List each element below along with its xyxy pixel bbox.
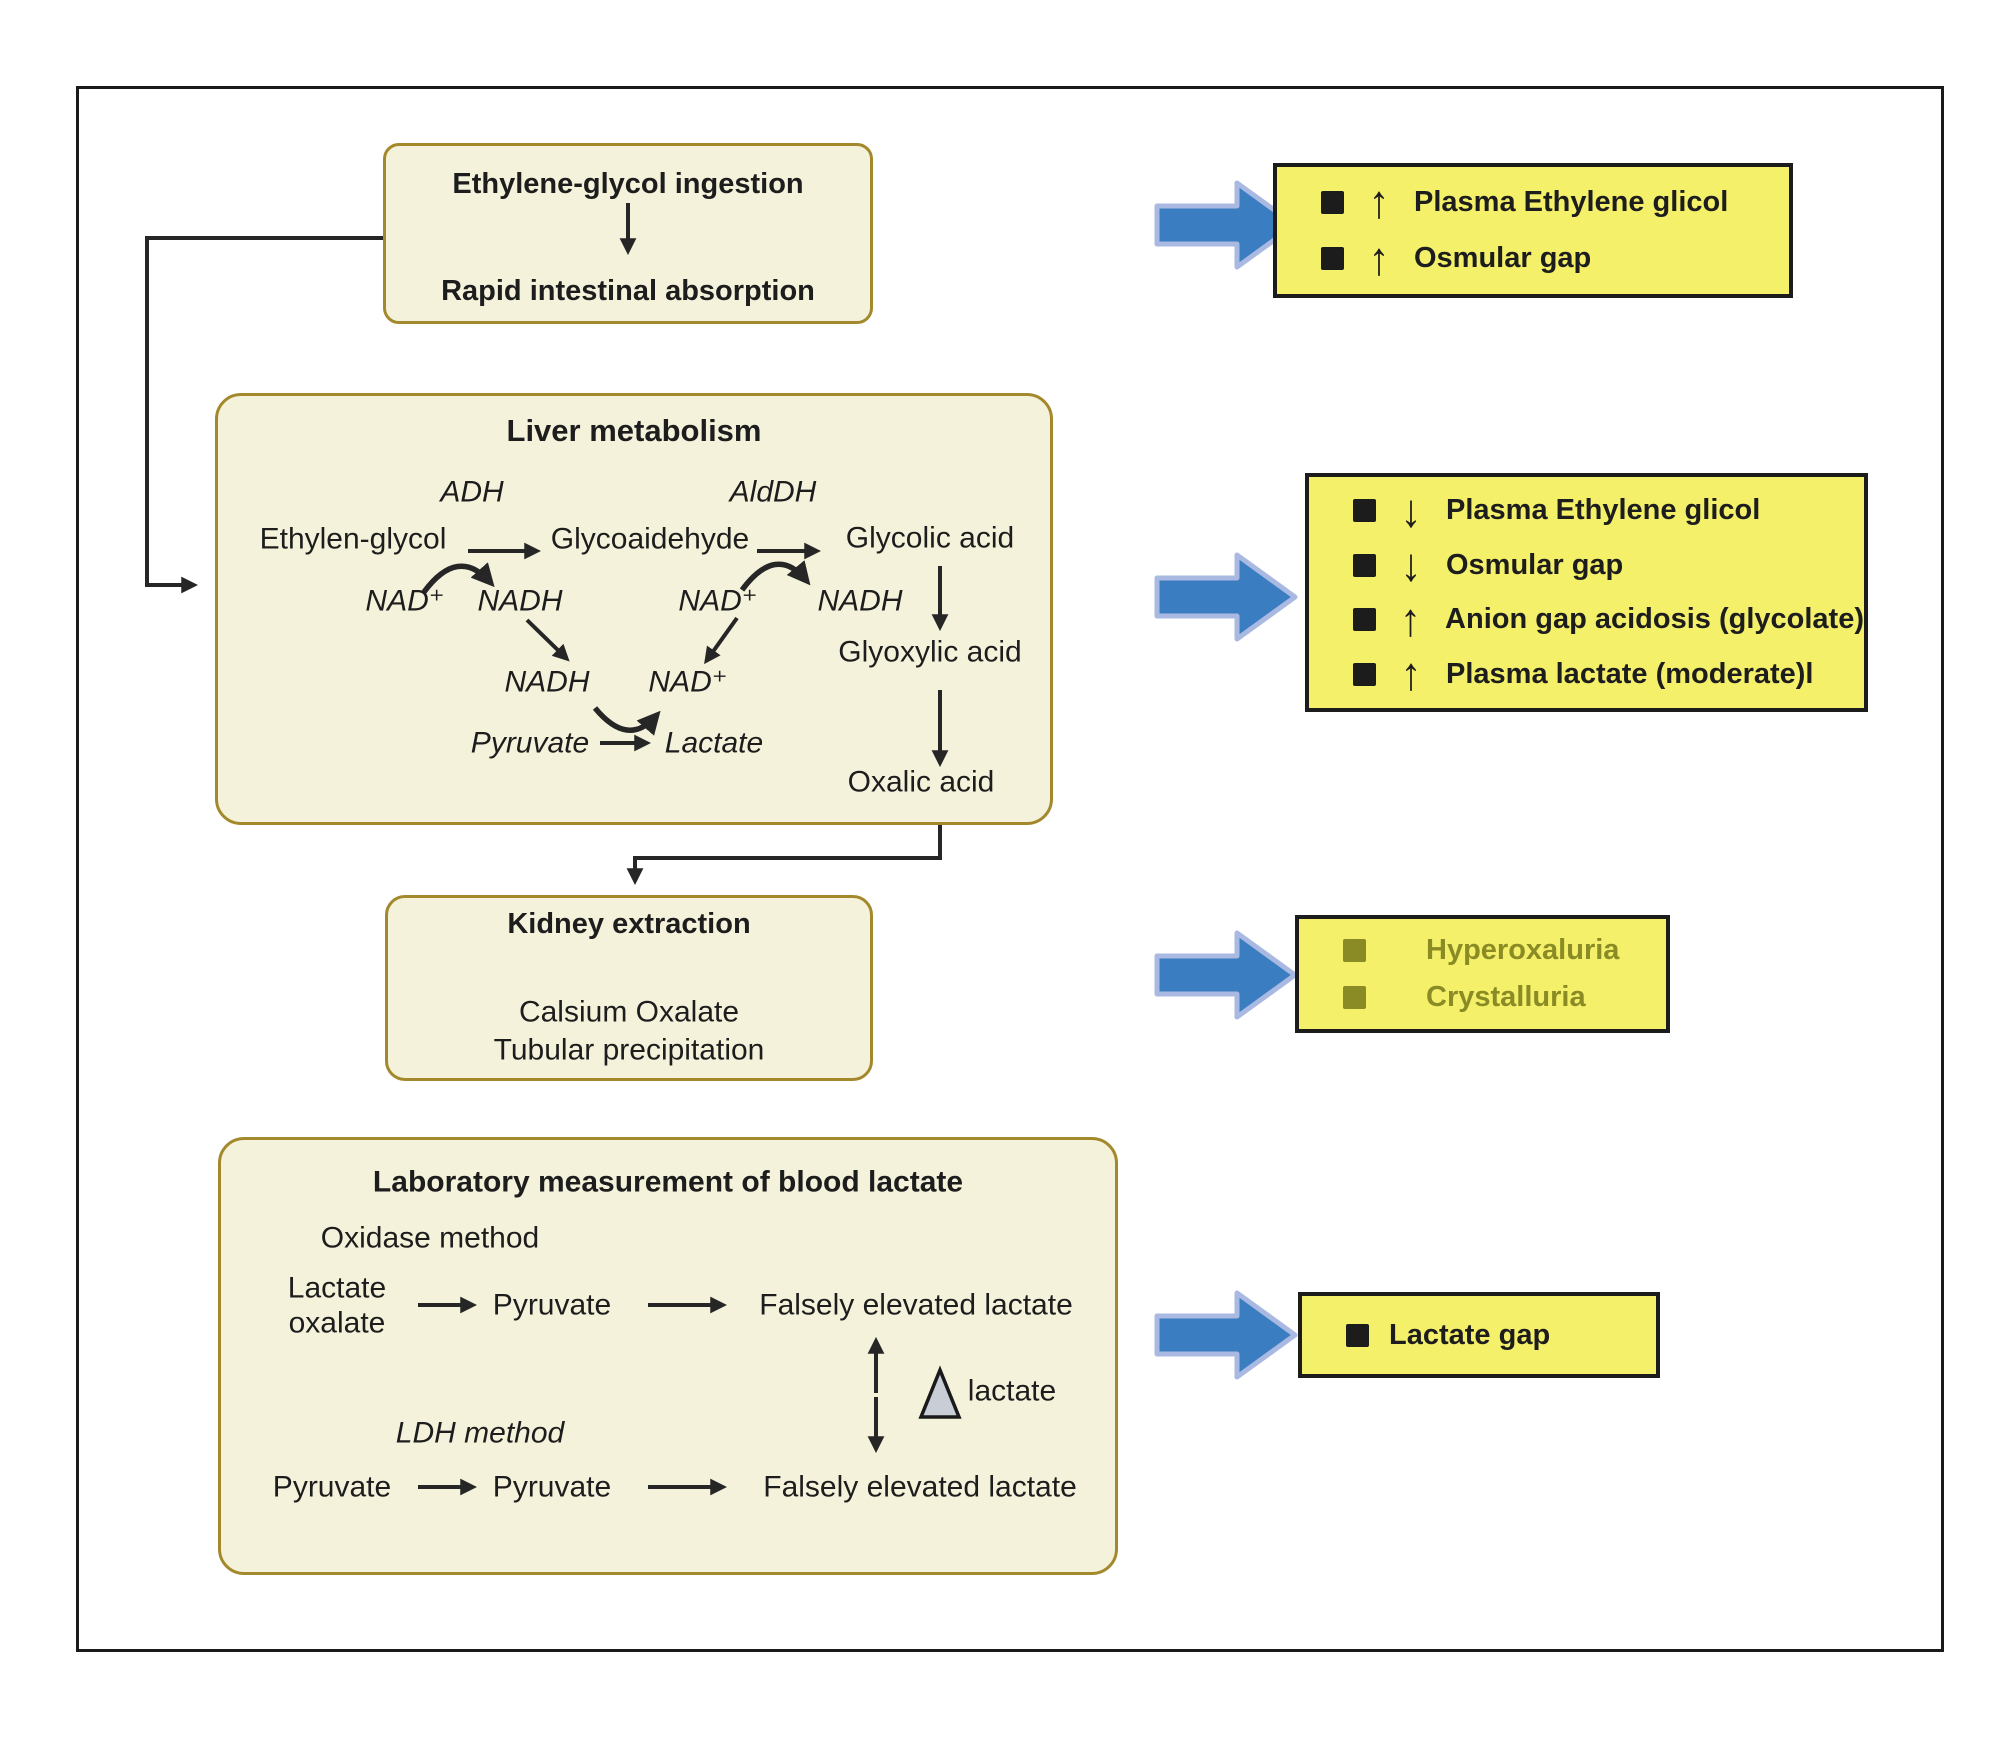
finding-row: ↑ Osmular gap <box>1321 232 1789 284</box>
liver-enzyme-adh: ADH <box>440 475 504 509</box>
kidney-title: Kidney extraction <box>507 908 751 941</box>
bullet-square-icon <box>1321 190 1344 214</box>
diagram-border <box>76 86 1944 1652</box>
liver-node-nad-2: NAD⁺ <box>678 584 758 618</box>
finding-label: Osmular gap <box>1414 242 1592 275</box>
ingestion-title: Ethylene-glycol ingestion <box>452 168 804 201</box>
finding-label: Anion gap acidosis (glycolate) <box>1445 603 1864 636</box>
liver-enzyme-alddh: AldDH <box>729 475 817 509</box>
finding-row: ↑ Plasma lactate (moderate)l <box>1353 647 1864 700</box>
up-arrow-icon: ↑ <box>1400 593 1422 646</box>
finding-row: ↓ Osmular gap <box>1353 538 1864 591</box>
lab-oxidase-method-label: Oxidase method <box>320 1221 540 1255</box>
finding-label: Plasma lactate (moderate)l <box>1446 657 1814 690</box>
finding-label: Osmular gap <box>1446 548 1624 581</box>
kidney-extraction-box <box>385 895 873 1081</box>
lab-title: Laboratory measurement of blood lactate <box>372 1165 964 1199</box>
liver-node-glycoaldehyde: Glycoaidehyde <box>550 522 750 556</box>
findings-box-kidney: Hyperoxaluria Crystalluria <box>1295 915 1670 1033</box>
finding-row: ↓ Plasma Ethylene glicol <box>1353 484 1864 536</box>
up-arrow-icon: ↑ <box>1368 175 1390 228</box>
lab-ldh-method-label: LDH method <box>395 1416 565 1450</box>
lab-pyruvate-2a: Pyruvate <box>272 1470 392 1504</box>
bullet-square-icon <box>1353 499 1376 523</box>
liver-node-nad-1: NAD⁺ <box>365 584 445 618</box>
findings-box-ingestion: ↑ Plasma Ethylene glicol ↑ Osmular gap <box>1273 163 1793 298</box>
liver-node-nad-3: NAD⁺ <box>648 665 728 699</box>
finding-row: Hyperoxaluria <box>1343 934 1666 967</box>
liver-node-ethylene-glycol: Ethylen-glycol <box>259 522 447 556</box>
liver-node-nadh-2: NADH <box>817 584 903 618</box>
finding-label: Hyperoxaluria <box>1426 933 1620 966</box>
finding-row: ↑ Anion gap acidosis (glycolate) <box>1353 593 1864 646</box>
liver-node-glyoxylic-acid: Glyoxylic acid <box>838 635 1022 669</box>
liver-title: Liver metabolism <box>506 412 762 448</box>
ingestion-box <box>383 143 873 324</box>
finding-label: Plasma Ethylene glicol <box>1414 185 1729 218</box>
lab-lactate-oxalate-line2: oxalate <box>288 1306 386 1340</box>
liver-node-nadh-3: NADH <box>504 665 590 699</box>
bullet-square-icon <box>1343 938 1366 962</box>
lab-falsely-elevated-2: Falsely elevated lactate <box>763 1470 1077 1504</box>
down-arrow-icon: ↓ <box>1400 538 1422 591</box>
bullet-square-icon <box>1353 608 1376 632</box>
liver-node-nadh-1: NADH <box>477 584 563 618</box>
liver-metabolism-box <box>215 393 1053 825</box>
lab-pyruvate-1: Pyruvate <box>492 1288 612 1322</box>
bullet-square-icon <box>1343 986 1366 1010</box>
finding-label: Lactate gap <box>1389 1318 1551 1351</box>
up-arrow-icon: ↑ <box>1400 647 1422 700</box>
finding-row: Crystalluria <box>1343 981 1666 1014</box>
bullet-square-icon <box>1353 662 1376 686</box>
ingestion-subtitle: Rapid intestinal absorption <box>441 275 815 308</box>
findings-box-liver: ↓ Plasma Ethylene glicol ↓ Osmular gap ↑… <box>1305 473 1868 712</box>
up-arrow-icon: ↑ <box>1368 232 1390 284</box>
liver-node-pyruvate: Pyruvate <box>470 726 590 760</box>
kidney-line1: Calsium Oxalate <box>518 995 740 1029</box>
finding-label: Crystalluria <box>1426 981 1586 1014</box>
liver-node-oxalic-acid: Oxalic acid <box>847 765 995 799</box>
findings-box-lab: Lactate gap <box>1298 1292 1660 1378</box>
lab-pyruvate-2b: Pyruvate <box>492 1470 612 1504</box>
finding-row: ↑ Plasma Ethylene glicol <box>1321 175 1789 228</box>
finding-row: Lactate gap <box>1346 1319 1656 1352</box>
bullet-square-icon <box>1321 247 1344 271</box>
liver-node-lactate: Lactate <box>664 726 764 760</box>
bullet-square-icon <box>1346 1323 1369 1347</box>
lab-lactate-oxalate-line1: Lactate <box>287 1271 387 1305</box>
finding-label: Plasma Ethylene glicol <box>1446 494 1761 527</box>
liver-node-glycolic-acid: Glycolic acid <box>845 521 1015 555</box>
lab-falsely-elevated-1: Falsely elevated lactate <box>759 1288 1073 1322</box>
down-arrow-icon: ↓ <box>1400 484 1422 536</box>
lab-delta-lactate-label: lactate <box>967 1374 1057 1408</box>
bullet-square-icon <box>1353 553 1376 577</box>
kidney-line2: Tubular precipitation <box>493 1033 765 1067</box>
laboratory-box <box>218 1137 1118 1575</box>
